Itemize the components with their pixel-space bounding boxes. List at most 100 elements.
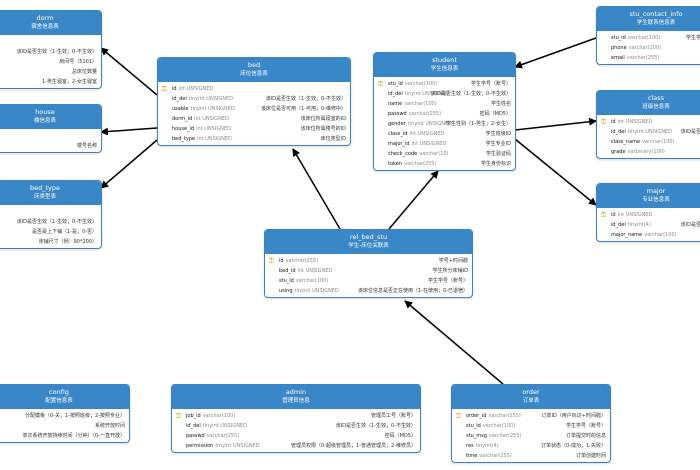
field-comment: 该ID是否生效（1-生效；0-不生效） <box>16 49 97 55</box>
field-type: tinyint UNSIGNED <box>407 121 452 127</box>
field-type: tinyint(4) <box>627 222 651 228</box>
field-row[interactable]: 床铺尺寸（例：90*200） <box>0 237 101 247</box>
field-name: email <box>611 55 625 61</box>
field-row[interactable]: 单次系统开放持续时间（分钟）（0-一直开放） <box>0 431 129 441</box>
field-name-group <box>3 141 5 151</box>
arrow-rel-to-student <box>388 170 439 230</box>
field-comment: 该ID是否生效（1-生效；0-不生效） <box>430 91 511 97</box>
field-row[interactable] <box>0 207 101 217</box>
field-comment: 学生学号（ <box>685 35 700 41</box>
field-row[interactable]: 总床位数量 <box>0 67 101 77</box>
table-name: bed_type <box>29 184 61 192</box>
field-name: stu_id <box>611 35 626 41</box>
field-row[interactable] <box>0 131 101 141</box>
field-row[interactable]: 楼号名称 <box>0 141 101 151</box>
field-name: passwd <box>388 111 407 117</box>
field-row[interactable]: 房间号（5101） <box>0 57 101 67</box>
field-row[interactable]: 系统开放时间 <box>0 421 129 431</box>
table-comment: 专业信息表 <box>642 197 670 203</box>
field-comment: 学生验证码 <box>485 151 511 157</box>
field-row[interactable] <box>0 37 101 47</box>
field-row[interactable]: 该ID是否生效（1-生效；0-不生效） <box>0 47 101 57</box>
field-type: int UNSIGNED <box>617 212 653 218</box>
field-row[interactable]: 该ID是否生效（1-生效；0-不生效） <box>0 217 101 227</box>
field-type: int UNSIGNED <box>197 136 232 142</box>
field-name: id_del <box>611 129 626 135</box>
primary-key-icon: ⚿ <box>176 412 181 420</box>
field-row[interactable]: 1-男生寝室，2-女生寝室 <box>0 77 101 87</box>
field-list: 楼号名称 <box>0 129 101 152</box>
field-row[interactable]: 分配模板（0-关；1-按照班级；2-按照专业） <box>0 411 129 421</box>
primary-key-icon: ⚿ <box>601 118 606 126</box>
field-row[interactable]: 是否是上下铺（1-是；0-否） <box>0 227 101 237</box>
